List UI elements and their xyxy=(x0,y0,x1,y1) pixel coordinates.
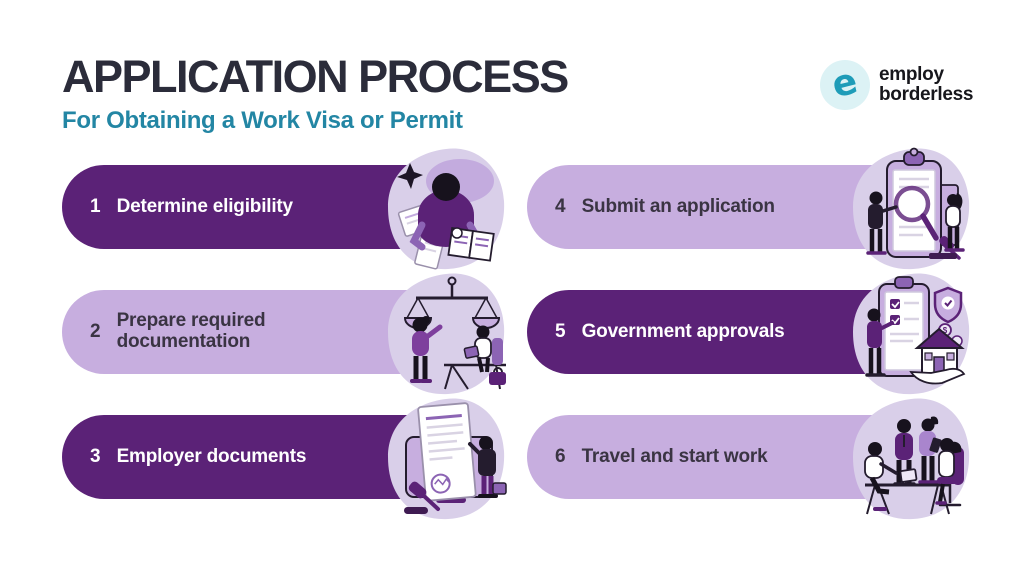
logo-letter: e xyxy=(827,60,862,106)
step-label: Government approvals xyxy=(581,320,785,342)
checklist-shield-house-illustration: $ xyxy=(845,268,977,400)
team-meeting-illustration xyxy=(845,393,977,525)
brand-name-line1: employ xyxy=(879,64,944,86)
svg-text:$: $ xyxy=(943,326,948,335)
brand-name-line2: borderless xyxy=(879,84,974,105)
step-label: Employer documents xyxy=(116,445,307,467)
step-number: 3 xyxy=(90,446,101,467)
page-subtitle: For Obtaining a Work Visa or Permit xyxy=(62,106,463,134)
step-3-employer-documents: 3 Employer documents xyxy=(62,398,512,520)
step-pill: 4 Submit an application xyxy=(527,165,919,249)
step-6-travel-start-work: 6 Travel and start work xyxy=(527,398,977,520)
person-reading-books-illustration xyxy=(380,143,512,275)
brand-name: employ borderless xyxy=(879,65,973,105)
header: APPLICATION PROCESS For Obtaining a Work… xyxy=(62,51,569,135)
step-pill: 5 Government approvals xyxy=(527,290,919,374)
step-label: Travel and start work xyxy=(581,445,768,467)
step-1-determine-eligibility: 1 Determine eligibility xyxy=(62,148,512,270)
step-number: 2 xyxy=(90,321,101,342)
step-label: Determine eligibility xyxy=(116,195,294,217)
step-4-submit-application: 4 Submit an application xyxy=(527,147,977,270)
step-number: 6 xyxy=(555,446,566,467)
brand-logo: e employ borderless xyxy=(820,60,973,110)
step-number: 4 xyxy=(555,196,566,217)
step-number: 5 xyxy=(555,321,566,342)
step-2-prepare-documentation: 2 Prepare required documentation xyxy=(62,273,512,395)
step-label: Submit an application xyxy=(581,195,775,217)
contract-gavel-illustration xyxy=(380,393,512,525)
clipboard-magnifier-illustration xyxy=(845,143,977,275)
step-5-government-approvals: 5 Government approvals $ xyxy=(527,273,977,395)
step-label: Prepare required documentation xyxy=(116,310,266,352)
scales-of-justice-illustration xyxy=(380,268,512,400)
employ-borderless-logo-icon: e xyxy=(820,60,870,110)
page-title: APPLICATION PROCESS xyxy=(62,51,569,102)
step-number: 1 xyxy=(90,196,101,217)
